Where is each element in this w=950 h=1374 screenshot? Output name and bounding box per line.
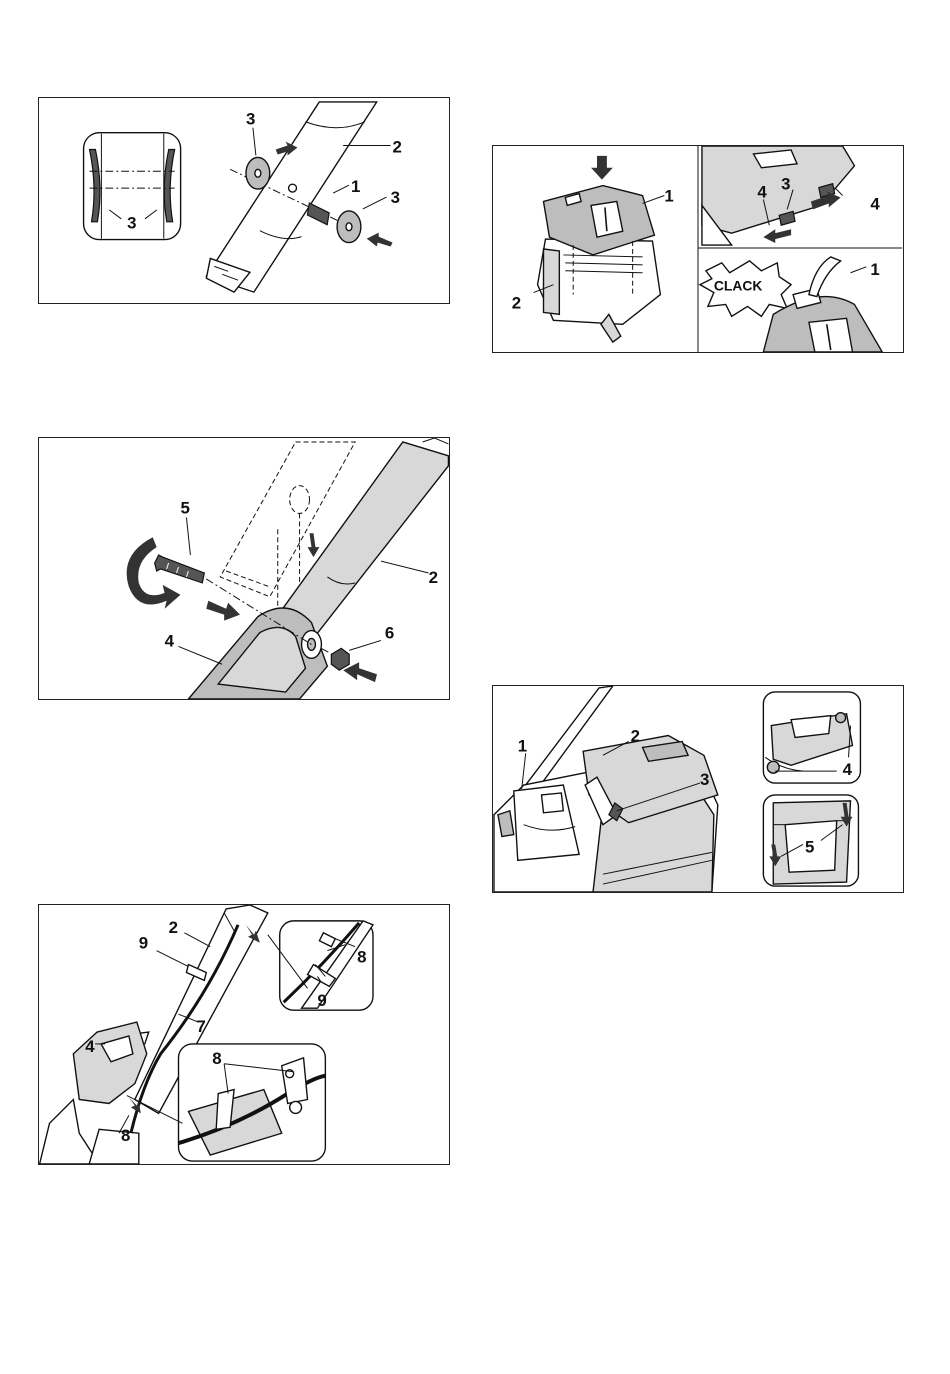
push-arrow-icon	[763, 229, 791, 243]
cable-clips-illustration: 2 9 7 4 8 8 9 8	[39, 905, 449, 1164]
label-2: 2	[631, 726, 640, 745]
label-2-main: 2	[512, 293, 521, 312]
figure-handle-bolt: 5 2 4 6	[38, 437, 450, 700]
figure-handle-spacers: 3 3 2 1 3	[38, 97, 450, 304]
label-8-callout: 8	[212, 1049, 221, 1068]
label-1-clack: 1	[870, 260, 879, 279]
label-4: 4	[843, 760, 853, 779]
handle-bolt-illustration: 5 2 4 6	[39, 438, 449, 699]
nut	[331, 648, 349, 670]
label-3-top: 3	[246, 110, 255, 129]
figure-catcher-mount: 1 2 3 4 5	[492, 685, 904, 893]
label-5: 5	[180, 498, 189, 517]
push-arrow-icon	[367, 233, 393, 247]
label-7: 7	[196, 1017, 205, 1036]
label-3: 3	[781, 175, 790, 194]
label-1: 1	[518, 736, 527, 755]
hook-right	[836, 713, 846, 723]
catcher-mount-illustration: 1 2 3 4 5	[493, 686, 903, 892]
push-arrow-icon	[206, 601, 240, 621]
tube-hole	[289, 184, 297, 192]
switch-box	[73, 1022, 146, 1103]
label-6: 6	[385, 623, 394, 642]
clack-text: CLACK	[714, 278, 763, 294]
handle-spacers-illustration: 3 3 2 1 3	[39, 98, 449, 303]
label-2: 2	[169, 918, 178, 937]
label-9: 9	[139, 934, 148, 953]
label-1-main: 1	[664, 186, 673, 205]
label-9-callout: 9	[317, 991, 326, 1010]
hand-finger	[809, 257, 841, 297]
label-4: 4	[165, 631, 175, 650]
label-3-inset: 3	[127, 214, 136, 233]
press-arrow-icon	[591, 156, 613, 180]
label-8-top: 8	[357, 948, 366, 967]
label-4-left: 4	[757, 183, 767, 202]
bolt	[155, 555, 205, 583]
label-5: 5	[805, 837, 814, 856]
handle-tube	[206, 102, 376, 292]
label-1: 1	[351, 177, 360, 196]
label-3-right: 3	[391, 188, 400, 207]
catcher-lid-illustration: 1 2 4 3 4 CLACK 1	[493, 146, 903, 352]
label-4-right: 4	[870, 194, 880, 213]
figure-cable-clips: 2 9 7 4 8 8 9 8	[38, 904, 450, 1165]
press-arrow-icon	[308, 533, 320, 557]
label-3: 3	[700, 770, 709, 789]
label-8-bottom: 8	[121, 1126, 130, 1145]
label-2: 2	[429, 568, 438, 587]
label-2: 2	[393, 137, 402, 156]
label-4: 4	[85, 1037, 95, 1056]
spacer-sleeve	[307, 203, 329, 225]
figure-catcher-lid: 1 2 4 3 4 CLACK 1	[492, 145, 904, 353]
